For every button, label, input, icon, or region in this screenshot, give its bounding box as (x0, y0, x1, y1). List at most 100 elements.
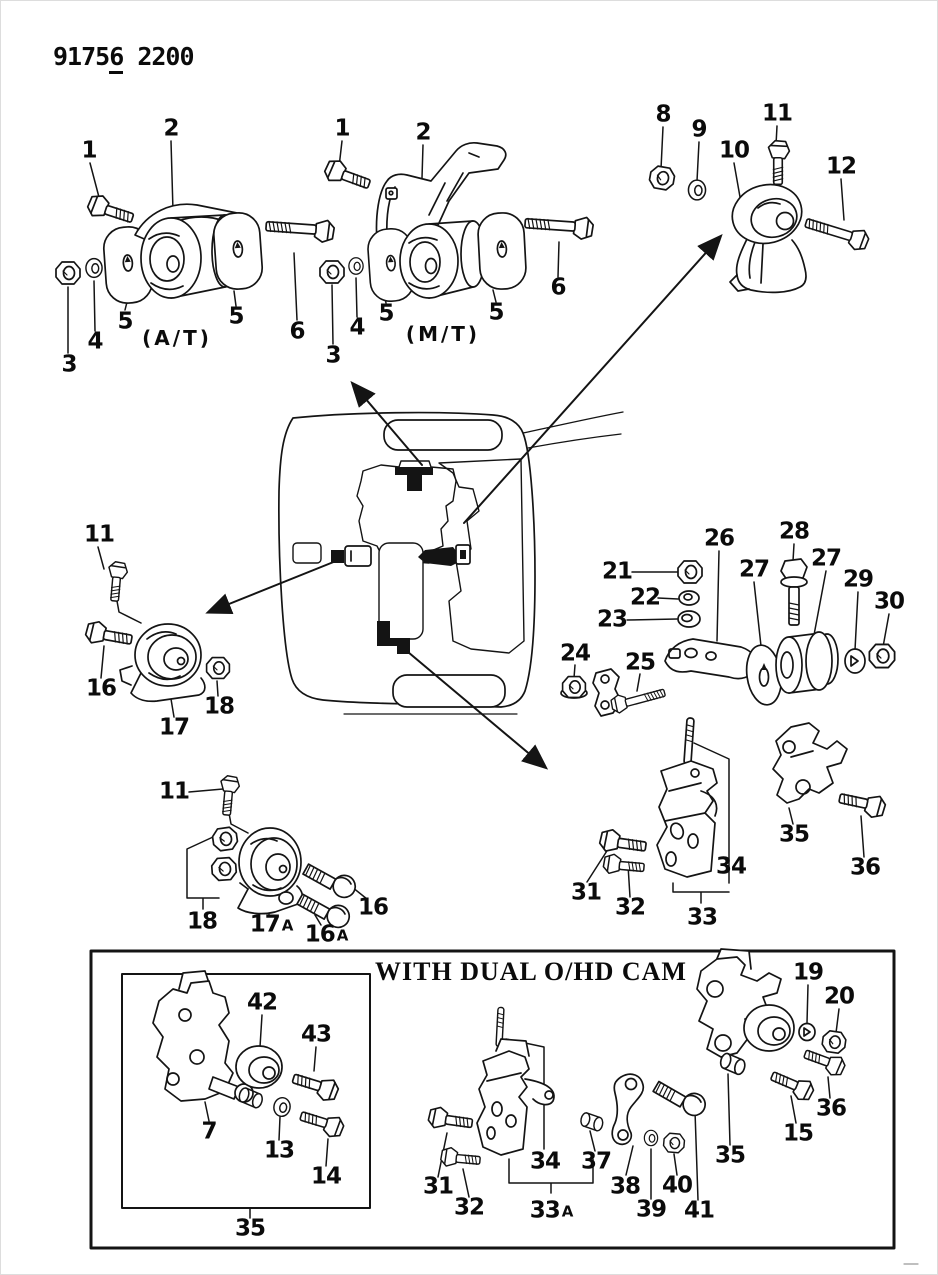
bolt-11-icon (105, 560, 129, 603)
callout-10: 10 (718, 137, 750, 164)
rear-roll-stopper-group (560, 543, 896, 717)
mount-10 (729, 183, 807, 294)
figure-code-right: 2200 (123, 42, 194, 71)
callout-32: 32 (453, 1194, 485, 1221)
washer-29-icon (844, 648, 866, 674)
callout-23: 23 (596, 606, 628, 633)
nut-18-icon (210, 825, 240, 853)
callout-21: 21 (601, 558, 633, 585)
washer-22-icon (678, 590, 700, 606)
nut-3-icon (55, 261, 81, 285)
nut-40-icon (662, 1132, 686, 1154)
tensioner-7-group (152, 970, 347, 1219)
washer-13-icon (271, 1095, 293, 1119)
nut-8-icon (647, 164, 677, 192)
callout-6: 6 (550, 274, 566, 301)
bolt-11-icon (767, 139, 791, 186)
bracket-2-mt (375, 141, 507, 244)
mount-17a (237, 827, 304, 915)
callout-6: 6 (289, 318, 305, 345)
callout-42: 42 (246, 989, 278, 1016)
callout-31: 31 (422, 1173, 454, 1200)
callout-34: 34 (529, 1148, 561, 1175)
bolt-1-icon (321, 156, 374, 195)
bolt-12-icon (801, 212, 872, 254)
insulator-5-icon (476, 210, 528, 292)
arrow-to-engine-mounts (350, 380, 423, 466)
bolt-6-icon (264, 215, 336, 244)
callout-40: 40 (661, 1172, 693, 1199)
stud-34-icon (683, 716, 695, 766)
figure-code-underlined: 6 (109, 42, 124, 74)
callout-1: 1 (334, 115, 350, 142)
washer-9-icon (687, 179, 707, 201)
arrow-to-bracket-33 (407, 651, 549, 770)
box-title: WITH DUAL O/HD CAM (375, 957, 687, 986)
mount-17-group (83, 546, 231, 718)
spacer-icon (717, 1051, 748, 1077)
callout-18: 18 (203, 693, 235, 720)
mt-label: (M/T) (405, 322, 481, 346)
arrow-to-mount-10 (463, 234, 723, 524)
dual-ohd-cam-box (89, 948, 896, 1250)
bolt-36-icon (836, 787, 888, 821)
nut-24-icon (560, 675, 588, 699)
callout-31: 31 (570, 879, 602, 906)
pulley-42-icon (235, 1045, 283, 1089)
link-38-icon (611, 1073, 645, 1146)
nut-18-icon (210, 856, 238, 882)
mount-location-left-marker (331, 545, 372, 567)
callout-15: 15 (782, 1120, 814, 1147)
bolt-6-icon (523, 212, 595, 241)
callout-24: 24 (559, 640, 591, 667)
washer-4-icon (348, 257, 364, 275)
callout-5: 5 (378, 300, 394, 327)
nut-20-icon (820, 1029, 848, 1055)
callout-33: 33 (686, 904, 718, 931)
bolt-43-icon (289, 1067, 342, 1105)
mount-10-group (647, 125, 872, 294)
mount-17a-group (186, 774, 368, 931)
bolt-32-icon (439, 1146, 482, 1170)
callout-41: 41 (683, 1197, 715, 1224)
callout-25: 25 (624, 649, 656, 676)
bolt-41-icon (648, 1079, 709, 1119)
nut-21-icon (677, 560, 703, 584)
callout-36: 36 (815, 1095, 847, 1122)
callout-3: 3 (325, 342, 341, 369)
callout-19: 19 (792, 959, 824, 986)
callout-22: 22 (629, 584, 661, 611)
callout-5: 5 (488, 299, 504, 326)
callout-37: 37 (580, 1148, 612, 1175)
callout-9: 9 (691, 116, 707, 143)
callout-27: 27 (738, 556, 770, 583)
at-label: (A/T) (142, 326, 212, 350)
bolt-28-icon (780, 558, 808, 626)
callout-27: 27 (810, 545, 842, 572)
mount-location-right-marker (418, 544, 471, 566)
bolt-16-icon (298, 862, 359, 901)
callout-8: 8 (655, 101, 671, 128)
callout-11: 11 (761, 100, 793, 127)
callout-14: 14 (310, 1163, 342, 1190)
mount-location-top-marker (395, 467, 433, 491)
arrow-to-mount-17 (205, 558, 342, 615)
mount-17 (119, 623, 206, 703)
callout-43: 43 (300, 1021, 332, 1048)
callout-38: 38 (609, 1173, 641, 1200)
nut-3-icon (319, 260, 345, 284)
callout-36: 36 (849, 854, 881, 881)
at-mount-assembly (55, 140, 336, 354)
callout-7: 7 (201, 1118, 217, 1145)
bracket-34-icon (656, 760, 718, 878)
washer-39-icon (643, 1129, 659, 1147)
bolt-14-icon (296, 1105, 347, 1141)
callout-34: 34 (715, 853, 747, 880)
callout-13: 13 (263, 1137, 295, 1164)
callout-17: 17 (158, 714, 190, 741)
callout-35: 35 (778, 821, 810, 848)
